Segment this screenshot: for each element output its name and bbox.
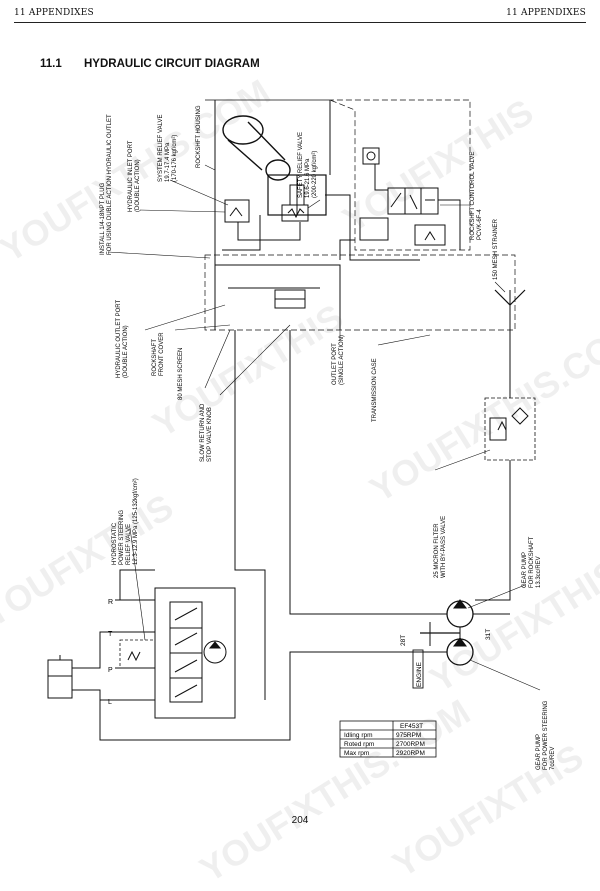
- label-sysrelief-3: (170-176 kgf/cm²): [172, 135, 178, 182]
- label-gear-steering: GEAR PUMP FOR POWER STEERING 7cc/REV: [536, 700, 556, 770]
- steering-relief: [119, 639, 156, 669]
- port-r: R: [108, 599, 113, 606]
- label-outletdbl-1: HYDRAULIC OUTLET PORT: [116, 300, 122, 378]
- label-knob-1: SLOW RETURN AND: [200, 403, 206, 462]
- label-control-1: ROCKSHFT CONTOROL VALVE: [470, 152, 476, 240]
- spec-max-label: Max rpm: [344, 750, 369, 757]
- housing-boundary: [205, 99, 471, 251]
- label-gearsteer-3: 7cc/REV: [550, 747, 556, 770]
- label-tcase-1: TRANSMISSION CASE: [372, 358, 378, 422]
- label-housing-1: ROCKSHFT HOUSING: [196, 105, 202, 168]
- label-strainer: 150 MESH STRAINER: [493, 218, 499, 280]
- label-inlet-1: HYDRAULIC INLET PORT: [128, 140, 134, 212]
- label-screen: 80 MESH SCREEN: [178, 348, 184, 400]
- header-rule: [14, 22, 586, 23]
- system-relief-valve: [224, 199, 250, 223]
- steering-cylinder: [47, 659, 73, 699]
- page-number: 204: [291, 815, 309, 826]
- label-plug-2: FOR USING DUBLE ACTION HYDRAULIC OUTLET: [107, 114, 113, 255]
- label-outletsgl-2: (SINGLE ACTION): [339, 335, 345, 385]
- label-hydro-1: HYDROSTATIC: [112, 522, 118, 565]
- label-gearrock-1: GEAR PUMP: [522, 552, 528, 588]
- label-knob-2: STOP VALVE KNOB: [207, 407, 213, 462]
- spec-max-value: 2920RPM: [396, 750, 425, 757]
- label-knob: SLOW RETURN AND STOP VALVE KNOB: [200, 403, 213, 462]
- port-l: L: [108, 699, 112, 706]
- label-gearrock-3: 13.3cc/REV: [536, 556, 542, 588]
- label-gearsteer-1: GEAR PUMP: [536, 734, 542, 770]
- label-gearrock-2: FOR ROCKSHAFT: [529, 536, 535, 588]
- label-control-2: PCVK-6F-4: [477, 209, 483, 240]
- label-safety-3: (200-220 kgf/cm²): [312, 151, 318, 198]
- header-right: 11 APPENDIXES: [506, 8, 586, 18]
- label-frontcover-2: FRONT COVER: [159, 332, 165, 376]
- port-t: T: [108, 631, 113, 638]
- label-inlet: HYDRAULIC INLET PORT (DOUBLE ACTION): [128, 140, 141, 212]
- transmission-case-boundary: [204, 254, 516, 331]
- label-screen-1: 80 MESH SCREEN: [178, 348, 184, 400]
- label-housing: ROCKSHFT HOUSING: [196, 105, 202, 168]
- section-number: 11.1: [40, 58, 62, 70]
- section-title-text: HYDRAULIC CIRCUIT DIAGRAM: [84, 58, 260, 70]
- label-strainer-1: 150 MESH STRAINER: [493, 218, 499, 280]
- label-front-cover: ROCKSHAFT FRONT COVER: [152, 332, 165, 376]
- label-hydro-3: RELIEF VALVE: [126, 524, 132, 565]
- label-safety: SAFETY RELIEF VALVE 19.6-21.6 MPa (200-2…: [298, 132, 318, 198]
- label-gearsteer-2: FOR POWER STEERING: [543, 700, 549, 770]
- label-frontcover-1: ROCKSHAFT: [152, 339, 158, 376]
- label-system-relief: SYSTEM RELIEF VALVE 19.7-17.4 MPa (170-1…: [158, 115, 178, 182]
- label-inlet-2: (DOUBLE ACTION): [135, 159, 141, 212]
- spec-model: EF453T: [400, 723, 423, 730]
- rockshaft-arm: [222, 115, 264, 145]
- spec-idling-label: Idling rpm: [344, 732, 373, 739]
- safety-relief-valve: [281, 204, 309, 222]
- label-safety-1: SAFETY RELIEF VALVE: [298, 132, 304, 198]
- label-safety-2: 19.6-21.6 MPa: [305, 158, 311, 198]
- label-filter-1: 25 MICRON FILTER: [434, 523, 440, 578]
- gear-teeth-31: 31T: [485, 629, 492, 640]
- label-gear-rockshaft: GEAR PUMP FOR ROCKSHAFT 13.3cc/REV: [522, 536, 542, 588]
- label-sysrelief-2: 19.7-17.4 MPa: [165, 142, 171, 182]
- label-transmission-case: TRANSMISSION CASE: [372, 358, 378, 422]
- section-title: 11.1 HYDRAULIC CIRCUIT DIAGRAM: [40, 58, 260, 70]
- label-outletsgl-1: OUTLET PORT: [332, 343, 338, 385]
- label-hydro-2: POWER STEERING: [119, 510, 125, 565]
- label-control-valve: ROCKSHFT CONTOROL VALVE PCVK-6F-4: [470, 152, 483, 240]
- rockshaft-control-valve: [387, 187, 439, 215]
- spec-idling-value: 975RPM: [396, 732, 421, 739]
- label-filter: 25 MICRON FILTER WITH BY-PASS VALVE: [434, 516, 447, 578]
- hydraulic-circuit-diagram: EF453T Idling rpm 975RPM Roted rpm 2700R…: [47, 99, 556, 770]
- engine-label: ENGINE: [416, 661, 423, 687]
- label-outletdbl-2: (DOUBLE ACTION): [123, 325, 129, 378]
- label-plug: INSTALL 1/4-18NPT PLUG FOR USING DUBLE A…: [100, 114, 113, 255]
- header-left: 11 APPENDIXES: [14, 8, 94, 18]
- label-hydro-4: 12.3-12.9 MPa (125-132kgf/cm²): [133, 478, 139, 565]
- spec-rated-value: 2700RPM: [396, 741, 425, 748]
- label-outlet-double: HYDRAULIC OUTLET PORT (DOUBLE ACTION): [116, 300, 129, 378]
- port-p: P: [108, 667, 113, 674]
- spec-rated-label: Roted rpm: [344, 741, 374, 748]
- gear-teeth-28: 28T: [400, 635, 407, 646]
- label-hydrostatic: HYDROSTATIC POWER STEERING RELIEF VALVE …: [112, 478, 139, 565]
- micron-filter: [484, 397, 536, 461]
- label-plug-1: INSTALL 1/4-18NPT PLUG: [100, 182, 106, 255]
- label-outlet-single: OUTLET PORT (SINGLE ACTION): [332, 335, 345, 385]
- label-sysrelief-1: SYSTEM RELIEF VALVE: [158, 115, 164, 182]
- engine-box: [412, 649, 424, 689]
- spec-table: [339, 720, 437, 758]
- label-filter-2: WITH BY-PASS VALVE: [441, 516, 447, 578]
- check-valve: [362, 147, 380, 165]
